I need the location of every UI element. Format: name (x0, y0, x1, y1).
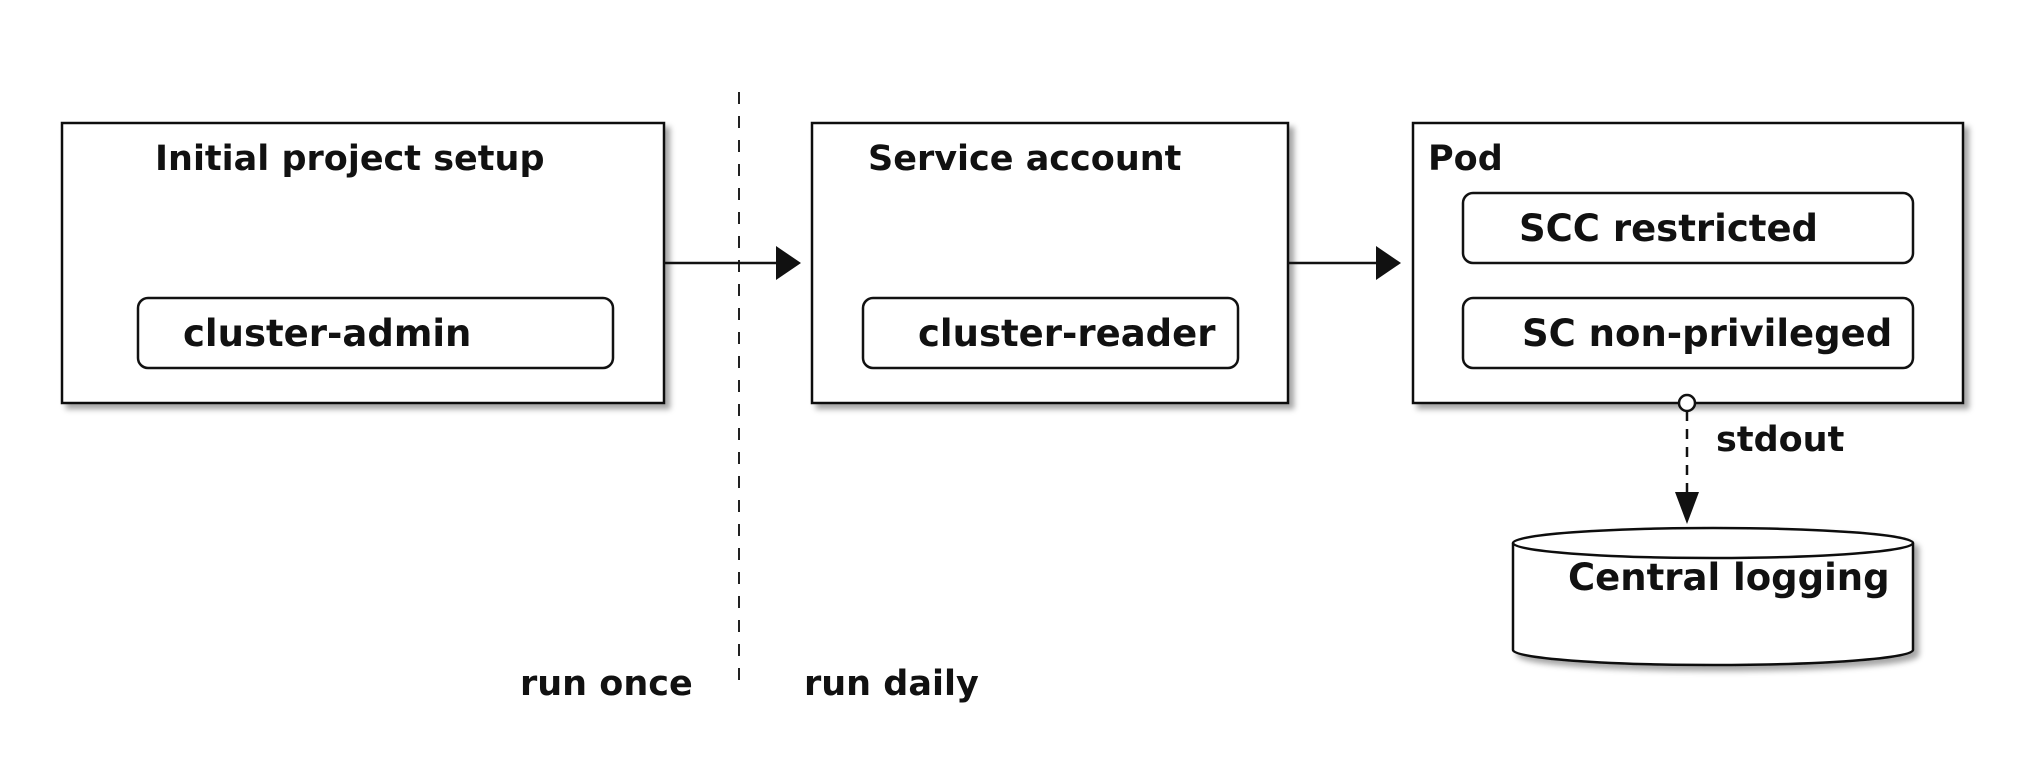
service-account-box: Service account cluster-reader (810, 121, 1290, 405)
setup-to-service-arrow (664, 246, 801, 280)
stdout-label: stdout (1716, 420, 1844, 460)
service-account-title: Service account (868, 139, 1181, 179)
cluster-admin-role (136, 296, 615, 370)
stdout-arrow (1675, 393, 1699, 524)
run-daily-label: run daily (804, 664, 979, 704)
sc-non-privileged-box (1461, 296, 1915, 370)
scc-restricted-label: SCC restricted (1519, 207, 1818, 250)
scc-restricted-box (1461, 191, 1915, 265)
cluster-reader-role (861, 296, 1240, 370)
initial-project-setup-box: Initial project setup cluster-admin (60, 121, 666, 405)
central-logging-label: Central logging (1568, 556, 1890, 599)
stdout-port-icon (1677, 393, 1697, 413)
sc-non-privileged-label: SC non-privileged (1522, 312, 1892, 355)
pod-box: Pod SCC restricted SC non-privileged (1411, 121, 1965, 405)
central-logging-database (1511, 526, 1915, 667)
service-to-pod-arrow (1288, 246, 1401, 280)
initial-project-setup-title: Initial project setup (155, 139, 545, 179)
cluster-admin-label: cluster-admin (183, 312, 471, 355)
cluster-reader-label: cluster-reader (918, 312, 1216, 355)
run-once-label: run once (520, 664, 693, 704)
pod-title: Pod (1428, 139, 1503, 179)
